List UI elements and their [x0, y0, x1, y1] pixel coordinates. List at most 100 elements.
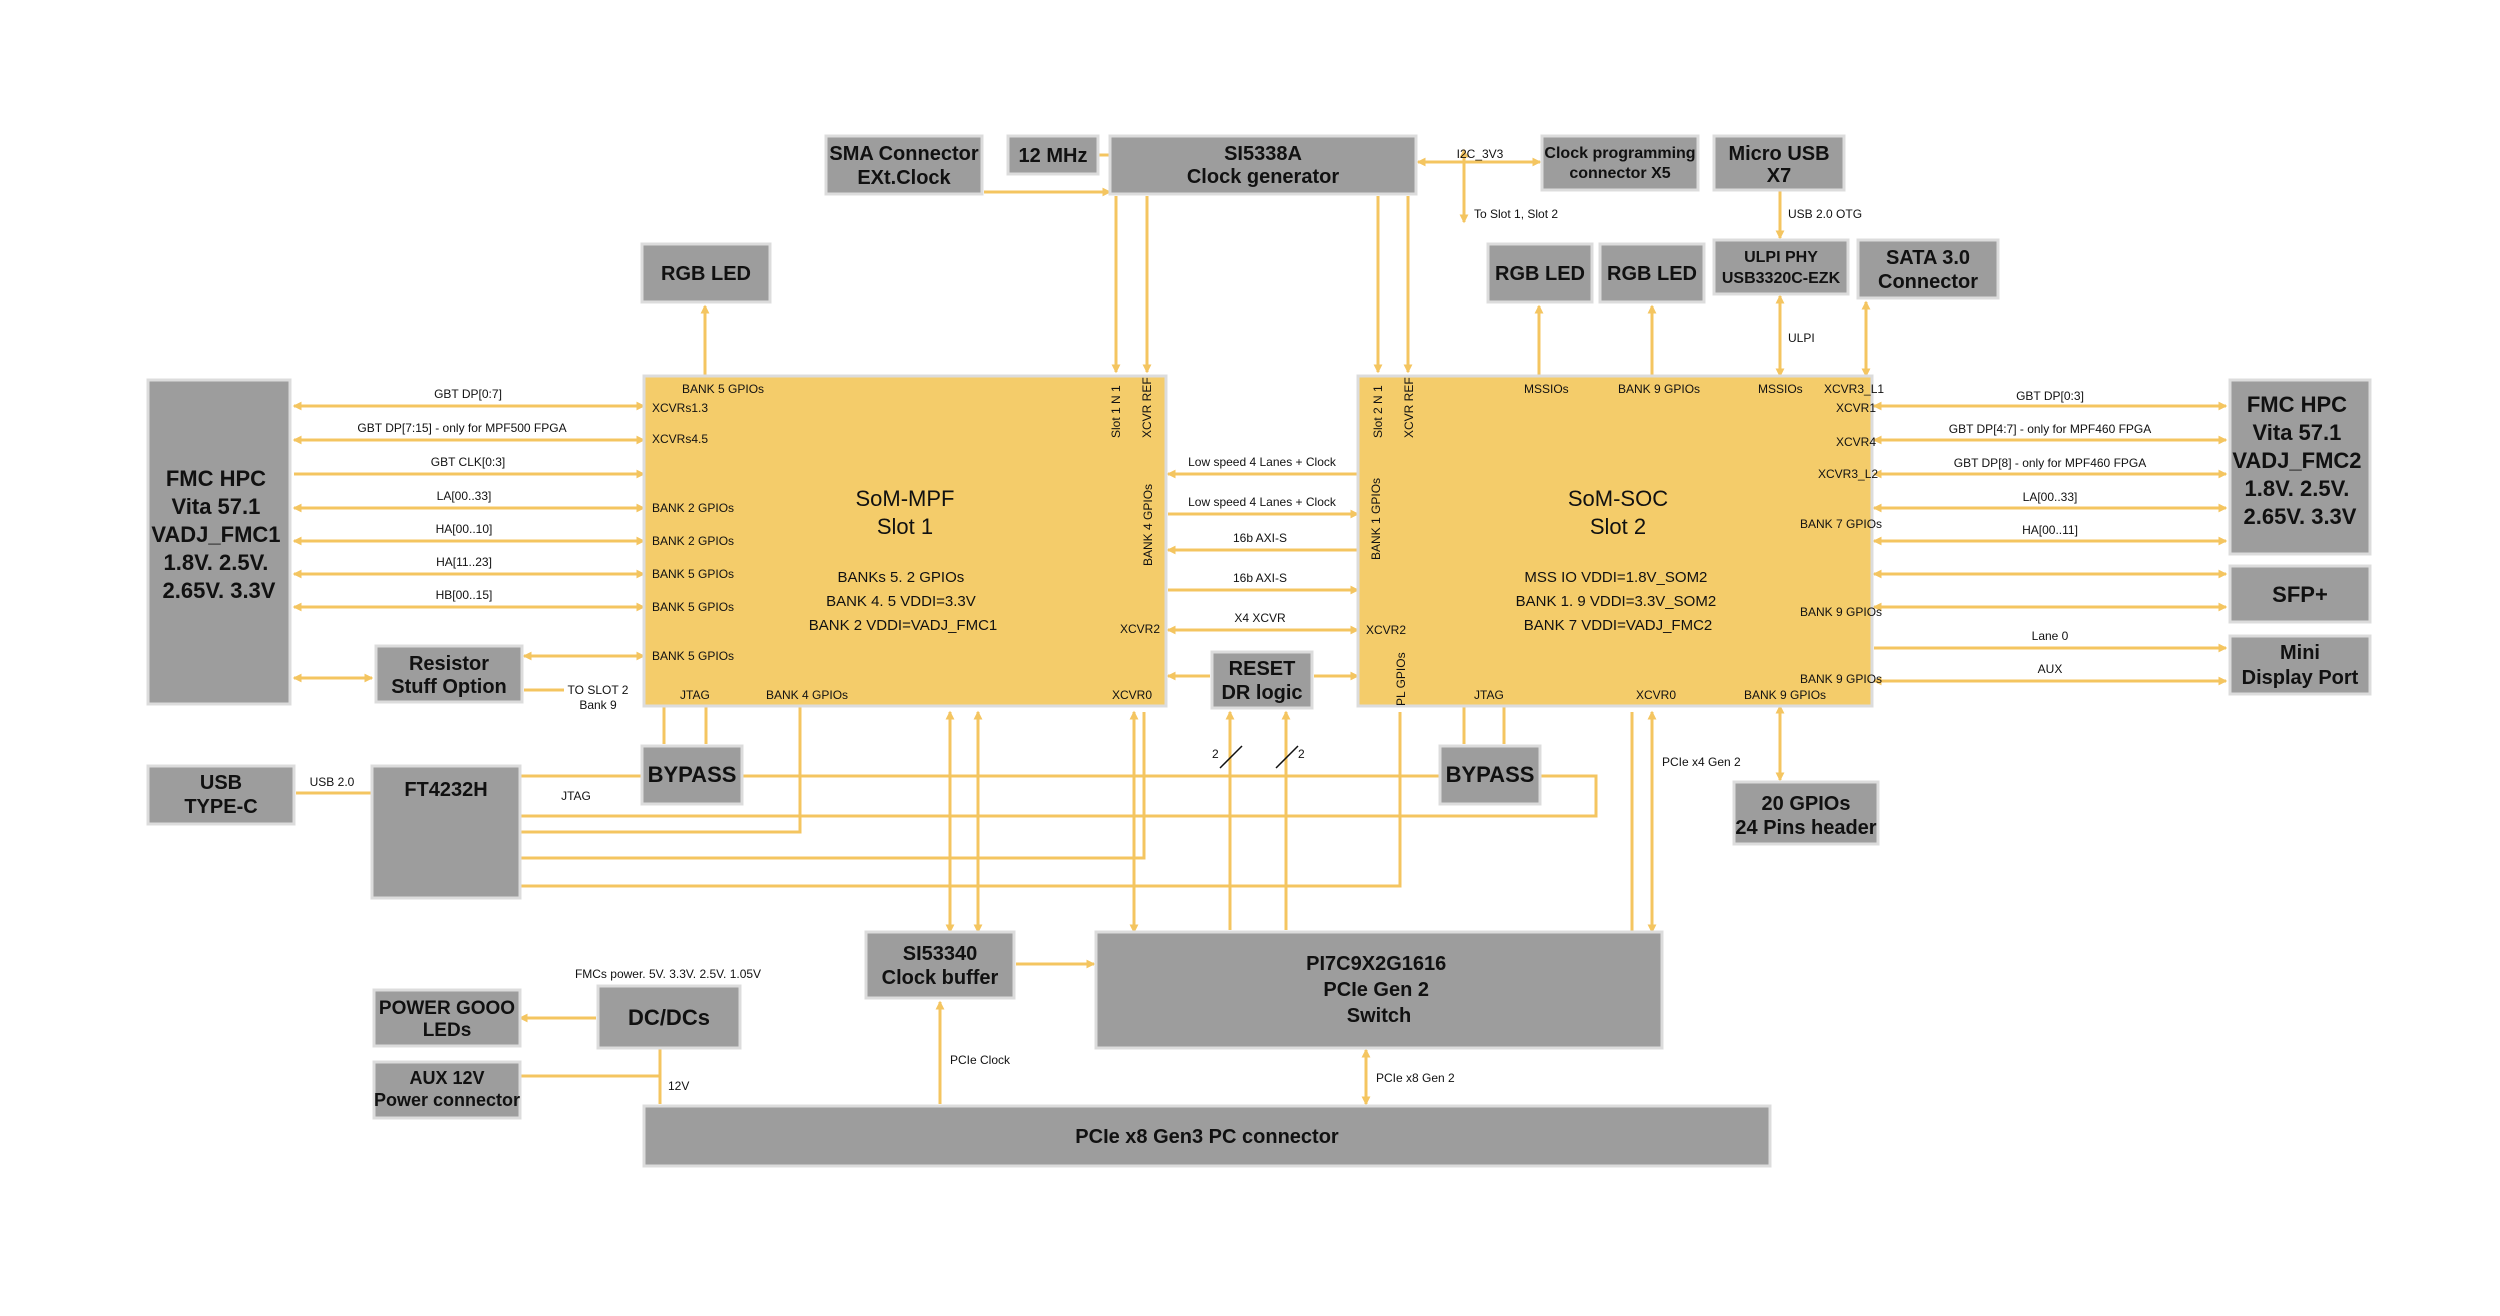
gpio-header [1732, 780, 1880, 846]
svg-text:RGB LED: RGB LED [661, 263, 751, 285]
som-mpf [642, 374, 1168, 708]
bypass1-label: BYPASS [648, 762, 737, 787]
pi7c-label-3: Switch [1347, 1005, 1411, 1027]
micro-usb [1712, 134, 1846, 192]
soc-pin-xcvr4: XCVR4 [1836, 435, 1876, 449]
fmc1-link-label-3: GBT CLK[0:3] [431, 455, 505, 469]
usb20-label: USB 2.0 [310, 775, 355, 789]
reset-label-1: RESET [1229, 658, 1296, 680]
bypass-mpf [640, 744, 744, 806]
soc-pin-bank7: BANK 7 GPIOs [1800, 517, 1882, 531]
fmc2-link-label-1: GBT DP[0:3] [2016, 389, 2084, 403]
lane0-label: Lane 0 [2032, 629, 2069, 643]
sata-label-2: Connector [1878, 271, 1978, 293]
two-b-label: 2 [1298, 747, 1305, 761]
soc-pin-xcvr0: XCVR0 [1636, 688, 1676, 702]
si53340-label-2: Clock buffer [882, 967, 999, 989]
usb-otg-label: USB 2.0 OTG [1788, 207, 1862, 221]
soc-pin-mssios-1: MSSIOs [1524, 382, 1569, 396]
rgb2-label: RGB LED [1495, 263, 1585, 285]
between-label-4: 16b AXI-S [1233, 571, 1287, 585]
fmc1-link-label-1: GBT DP[0:7] [434, 387, 502, 401]
bus-slash-a [1219, 745, 1243, 769]
fmc1-label-2: Vita 57.1 [171, 494, 260, 519]
soc-info-1: MSS IO VDDI=1.8V_SOM2 [1524, 569, 1707, 586]
si5338-label-2: Clock generator [1187, 166, 1339, 188]
soc-pin-slot2: Slot 2 N 1 [1371, 385, 1385, 438]
to-slot-label: To Slot 1, Slot 2 [1474, 207, 1558, 221]
mpf-info-3: BANK 2 VDDI=VADJ_FMC1 [809, 617, 998, 634]
ft4232-label: FT4232H [404, 779, 487, 801]
fmc2-link-label-3: GBT DP[8] - only for MPF460 FPGA [1954, 456, 2147, 470]
pcie-label: PCIe x8 Gen3 PC connector [1075, 1126, 1339, 1148]
mhz-label: 12 MHz [1019, 145, 1088, 167]
soc-info-2: BANK 1. 9 VDDI=3.3V_SOM2 [1516, 593, 1717, 610]
rgb1-label: RGB LED [661, 263, 751, 285]
svg-text:BANKs 5. 2 GPIOs BANK: BANKs 5. 2 GPIOs BANK 4. 5 VDDI=3.3V BAN… [809, 569, 998, 634]
to-slot2-label-2: Bank 9 [579, 698, 617, 712]
ulpi-phy [1712, 238, 1850, 296]
fmc-power-label: FMCs power. 5V. 3.3V. 2.5V. 1.05V [575, 967, 761, 981]
mpf-pin-l2: XCVRs4.5 [652, 432, 708, 446]
ft4232h [370, 764, 522, 900]
mpf-pin-slot1: Slot 1 N 1 [1109, 385, 1123, 438]
mpf-info-1: BANKs 5. 2 GPIOs [838, 569, 965, 586]
crystal-12mhz [1006, 134, 1100, 176]
soc-pin-xcvr3l1: XCVR3_L1 [1824, 382, 1884, 396]
pi7c-label-1: PI7C9X2G1616 [1306, 953, 1446, 975]
clkprog-label-2: connector X5 [1569, 165, 1670, 182]
two-a-label: 2 [1212, 747, 1219, 761]
soc-pin-bank9-r2: BANK 9 GPIOs [1800, 672, 1882, 686]
between-label-2: Low speed 4 Lanes + Clock [1188, 495, 1337, 509]
svg-text:FMC HPC Vita 57.1: FMC HPC Vita 57.1 VADJ_FMC1 1.8V. 2.5V. … [151, 466, 286, 603]
mpf-pin-bank4v: BANK 4 GPIOs [1141, 484, 1155, 566]
usbc-label-1: USB [200, 772, 242, 794]
rgb-led-1 [640, 242, 772, 304]
sata-label-1: SATA 3.0 [1886, 247, 1970, 269]
between-label-1: Low speed 4 Lanes + Clock [1188, 455, 1337, 469]
mini-display-port [2228, 634, 2372, 696]
ulpi-label-2: USB3320C-EZK [1722, 270, 1841, 287]
fmc1-link-label-2: GBT DP[7:15] - only for MPF500 FPGA [357, 421, 566, 435]
sma-label-2: EXt.Clock [857, 167, 951, 189]
som-soc [1356, 374, 1874, 708]
fmc1-connector [146, 378, 292, 706]
rgb3-label: RGB LED [1607, 263, 1697, 285]
fmc2-link-label-4: LA[00..33] [2023, 490, 2078, 504]
clock-programming-connector [1540, 134, 1700, 192]
svg-text:FT4232H: FT4232H [404, 779, 487, 801]
link-ft-soc-pl [520, 712, 1402, 888]
pcie-x8-label: PCIe x8 Gen 2 [1376, 1071, 1455, 1085]
soc-pin-bank9-bottom: BANK 9 GPIOs [1744, 688, 1826, 702]
pcie-clock-label: PCIe Clock [950, 1053, 1011, 1067]
svg-text:PCIe x8 Gen3 PC connector: PCIe x8 Gen3 PC connector [1075, 1126, 1339, 1148]
fmc1-link-label-7: HB[00..15] [436, 588, 493, 602]
soc-pin-mssios-2: MSSIOs [1758, 382, 1803, 396]
soc-pin-bank1v: BANK 1 GPIOs [1369, 478, 1383, 560]
bypass-soc [1438, 744, 1542, 806]
fmc1-label-3: VADJ_FMC1 [151, 522, 280, 547]
microusb-label-1: Micro USB [1728, 143, 1829, 165]
soc-pin-jtag: JTAG [1474, 688, 1504, 702]
mpf-pin-bank4: BANK 4 GPIOs [766, 688, 848, 702]
microusb-label-2: X7 [1767, 165, 1791, 187]
pcie-pc-connector [642, 1104, 1772, 1168]
mpf-pin-l5: BANK 5 GPIOs [652, 567, 734, 581]
pcie-switch [1094, 930, 1664, 1050]
svg-text:MSS IO VDDI=1.8V_SOM2 B: MSS IO VDDI=1.8V_SOM2 BANK 1. 9 VDDI=3.3… [1516, 569, 1721, 634]
fmc1-label-1: FMC HPC [166, 466, 266, 491]
powergood-label-2: LEDs [423, 1020, 472, 1041]
aux-12v-connector [372, 1060, 522, 1120]
sfp-label: SFP+ [2272, 582, 2328, 607]
fmc2-label-4: 1.8V. 2.5V. [2245, 476, 2350, 501]
link-ft-mpf-jtag [520, 704, 802, 834]
usbc-label-2: TYPE-C [184, 796, 257, 818]
sma-connector [824, 134, 984, 196]
